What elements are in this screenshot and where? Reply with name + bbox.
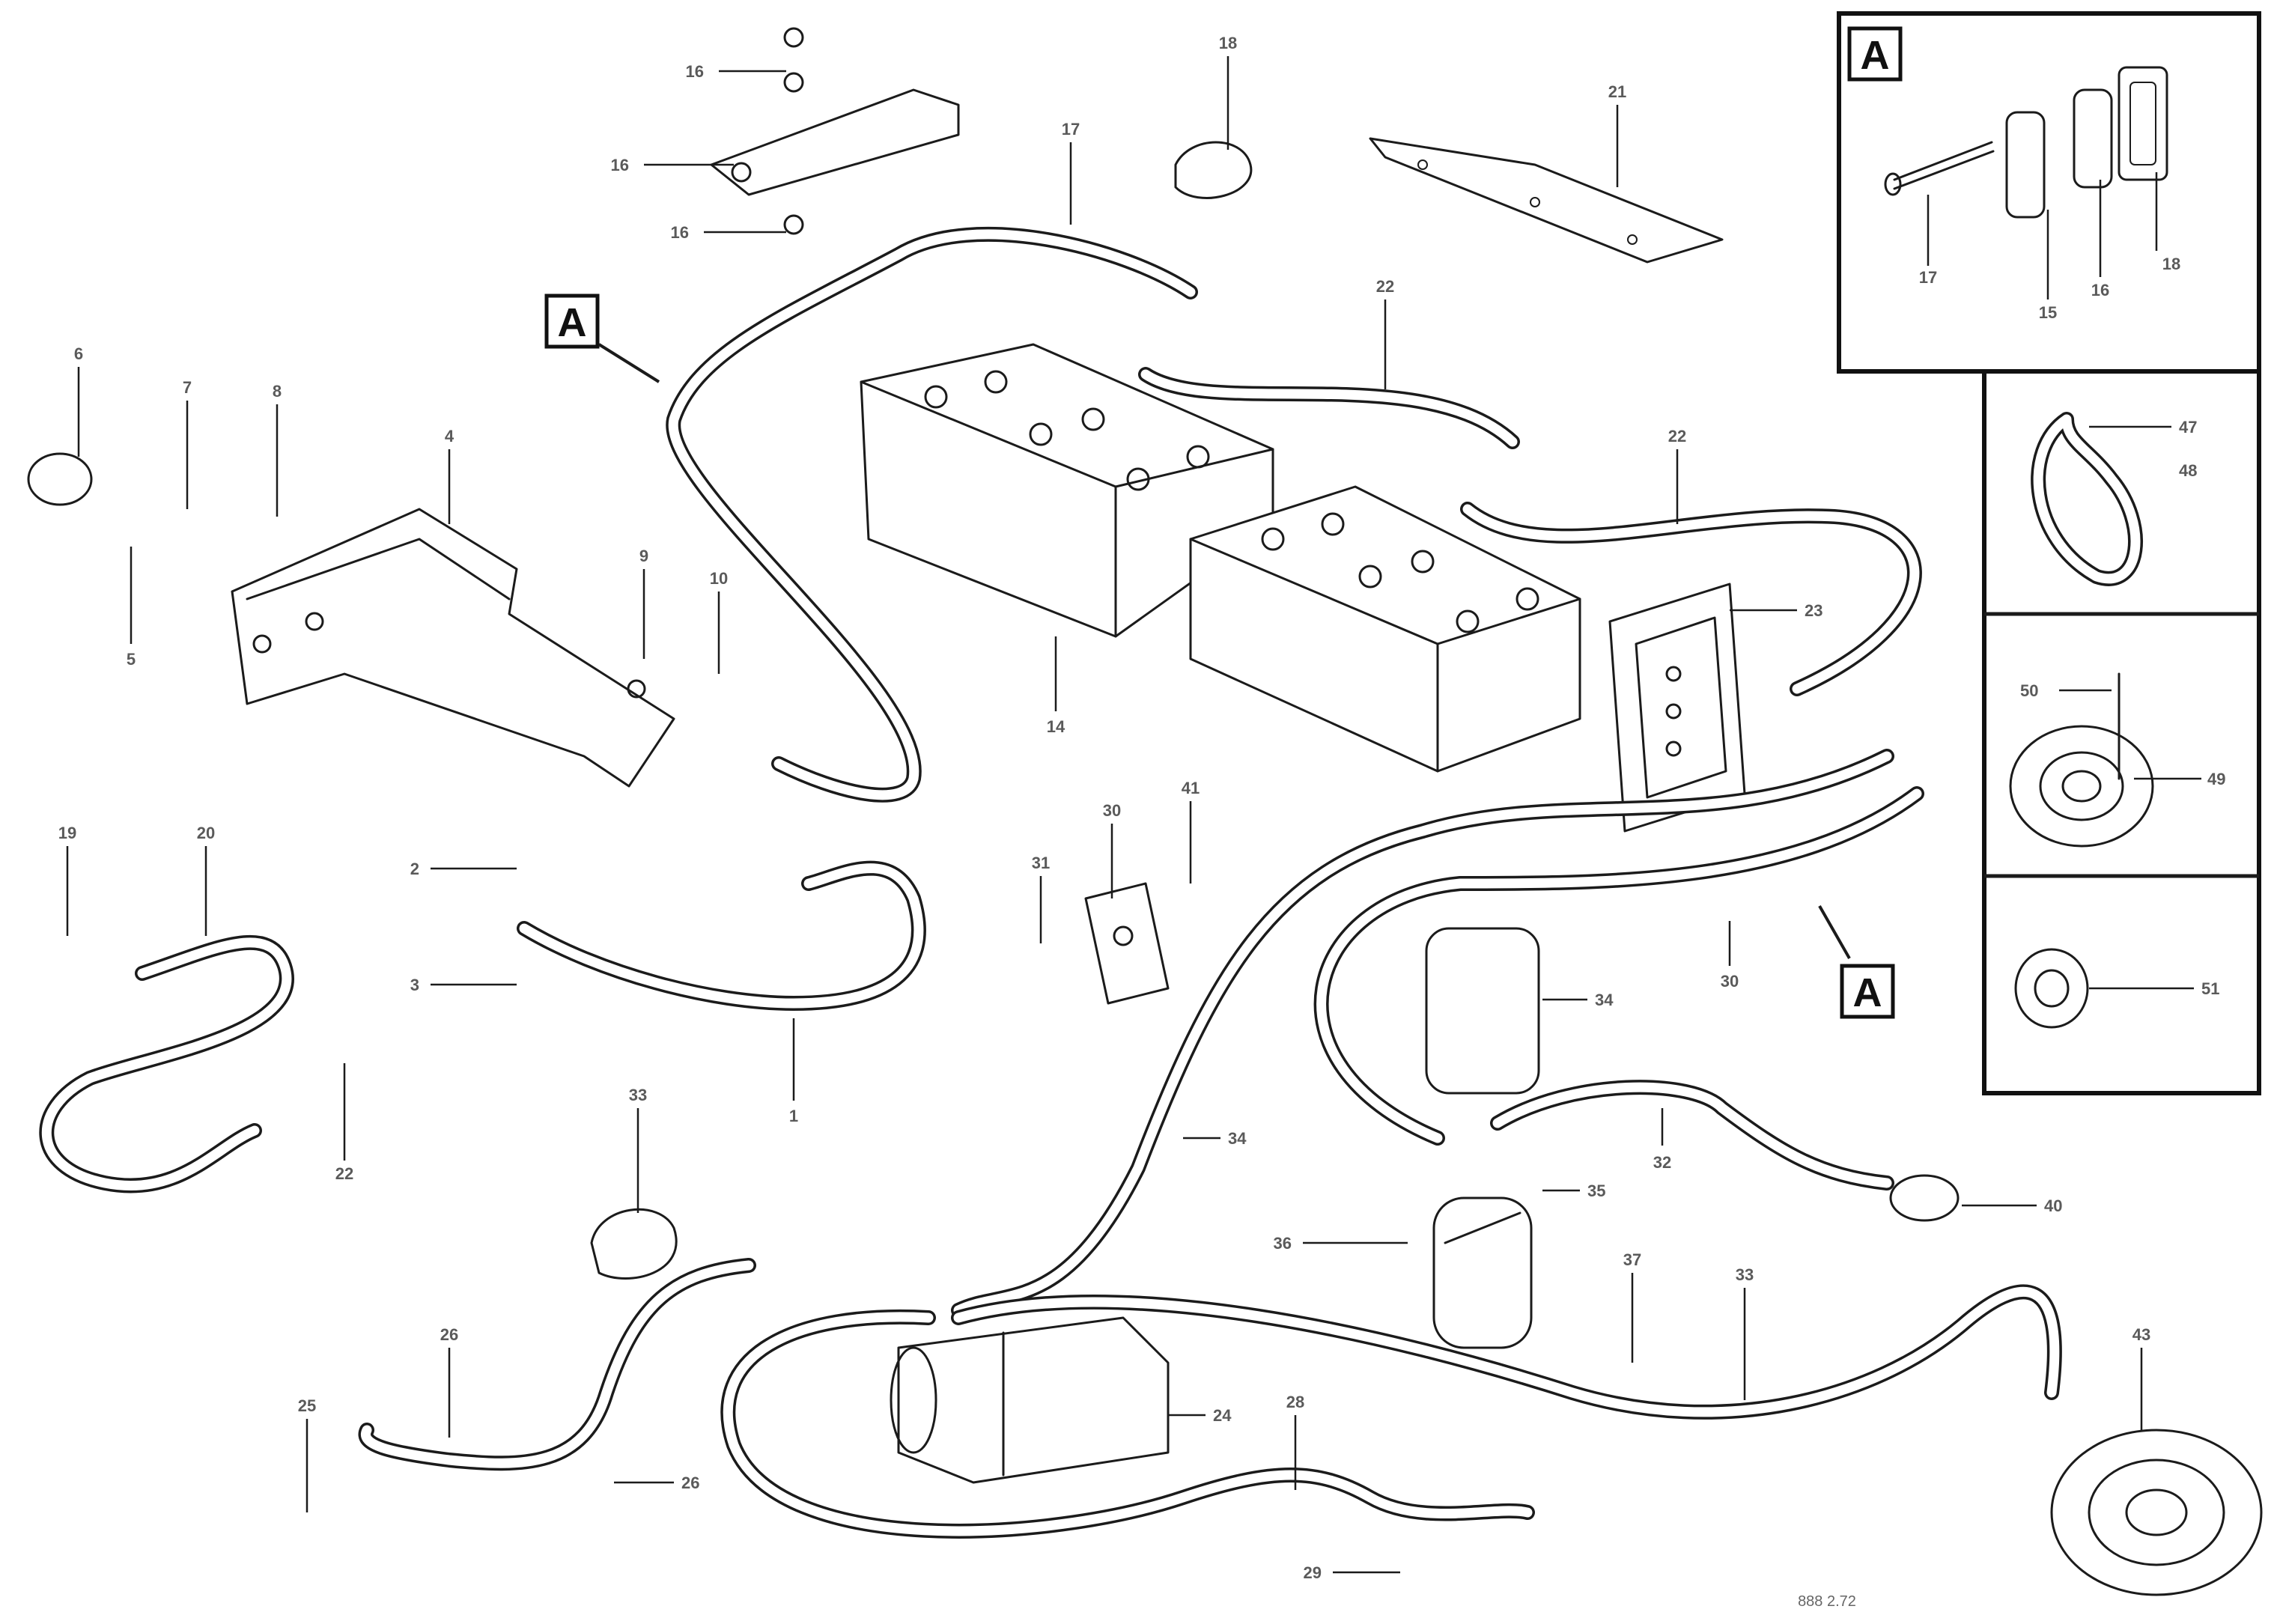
inset-a-reference-box: A [1847, 26, 1903, 82]
callout-starter: 24 [1213, 1406, 1232, 1425]
terminal-cover-left [27, 452, 93, 506]
reference-marker-a-right: A [1840, 964, 1895, 1019]
callout-small-bracket-2: 31 [1032, 854, 1050, 872]
inset-c-callout-1: 50 [2020, 681, 2038, 700]
callout-top-bracket-3: 16 [671, 223, 689, 242]
inset-d-terminal-cap [2014, 948, 2089, 1029]
mounting-bracket-left [231, 508, 675, 788]
callout-left-2: 7 [183, 378, 192, 397]
callout-lower-left-1: 19 [58, 824, 76, 842]
callout-cable-box: 30 [1721, 972, 1739, 991]
inset-a-callout-3: 16 [2091, 281, 2109, 299]
callout-cable-top: 17 [1062, 120, 1080, 139]
inset-a-callout-4: 18 [2162, 255, 2180, 273]
battery-main-switch [1608, 583, 1746, 833]
inset-a-callout-2: 15 [2039, 303, 2057, 322]
battery-rear [1189, 485, 1581, 773]
callout-bottom-cable-1: 28 [1286, 1393, 1304, 1411]
callout-cable-mid: 22 [1376, 277, 1394, 296]
inset-b-cable-tie [2031, 412, 2143, 586]
callout-left-1: 6 [74, 344, 83, 363]
callout-cable-long: 34 [1228, 1129, 1247, 1148]
callout-top-bracket-2: 16 [611, 156, 629, 174]
inset-d-callout: 51 [2201, 979, 2219, 998]
callout-bottom-left-2: 26 [440, 1325, 458, 1344]
callout-relay-3: 36 [1274, 1234, 1292, 1253]
callout-cable-right: 22 [1668, 427, 1686, 445]
callout-small-bracket-3: 41 [1182, 779, 1200, 797]
callout-bolt-3: 3 [410, 976, 419, 994]
relay [1425, 927, 1540, 1349]
inset-b-callout-2: 48 [2179, 461, 2197, 480]
cover-top [1174, 141, 1253, 199]
top-bracket [710, 27, 960, 235]
small-bracket-mid [1084, 882, 1170, 1005]
insulation-plate [1369, 137, 1724, 264]
callout-top-bracket-1: 16 [686, 62, 704, 81]
callout-relay-4: 37 [1623, 1250, 1641, 1269]
callout-cover-top: 18 [1219, 34, 1237, 52]
callout-ring-terminal: 40 [2044, 1196, 2062, 1215]
callout-left-5: 5 [127, 650, 136, 669]
callout-left-3: 8 [273, 382, 282, 401]
inset-a-label: A [1861, 33, 1890, 78]
callout-small-bracket-1: 30 [1103, 801, 1121, 820]
inset-a-callout-1: 17 [1919, 268, 1937, 287]
callout-bottom-left-3: 26 [681, 1474, 699, 1492]
inset-b-callout-1: 47 [2179, 418, 2197, 437]
callout-lower-left-3: 22 [335, 1164, 353, 1183]
inset-c-callout-2: 49 [2207, 770, 2225, 788]
inset-panels: A 17 15 16 18 47 48 [1837, 11, 2261, 1095]
cables [39, 226, 2062, 1539]
callout-bracket-9: 9 [639, 547, 648, 565]
alternator [2050, 1429, 2263, 1596]
callout-relay-1: 34 [1595, 991, 1614, 1009]
callout-bracket-10: 10 [710, 569, 728, 588]
callout-bolt-2: 2 [410, 860, 419, 878]
small-cover [590, 1208, 678, 1280]
callout-layer: 16 16 16 18 17 22 22 6 7 8 4 5 9 10 19 2… [58, 34, 2150, 1582]
svg-text:A: A [1853, 970, 1882, 1015]
inset-panel-column [1982, 369, 2261, 1095]
inset-a-fastener-stack [1884, 66, 2168, 219]
callout-main-switch: 23 [1805, 601, 1822, 620]
inset-c-grommet [2009, 672, 2154, 848]
callout-lower-left-2: 20 [197, 824, 215, 842]
callout-battery: 14 [1047, 717, 1065, 736]
callout-left-cable: 1 [789, 1107, 798, 1125]
svg-text:A: A [558, 300, 587, 345]
ring-terminal [1889, 1174, 1960, 1222]
callout-relay-cable: 32 [1653, 1153, 1671, 1172]
callout-relay-2: 35 [1587, 1181, 1605, 1200]
callout-alternator: 43 [2132, 1325, 2150, 1344]
callout-bottom-cable-2: 29 [1304, 1563, 1322, 1582]
callout-plate: 21 [1608, 82, 1626, 101]
callout-small-cover: 33 [629, 1086, 647, 1104]
callout-alt-cable: 33 [1736, 1265, 1754, 1284]
reference-marker-a-left: A [544, 294, 600, 349]
callout-bottom-left-1: 25 [298, 1396, 316, 1415]
callout-left-4: 4 [445, 427, 455, 445]
drawing-number: 888 2.72 [1798, 1593, 1856, 1610]
starter-motor [890, 1316, 1170, 1484]
battery-front [860, 343, 1274, 638]
